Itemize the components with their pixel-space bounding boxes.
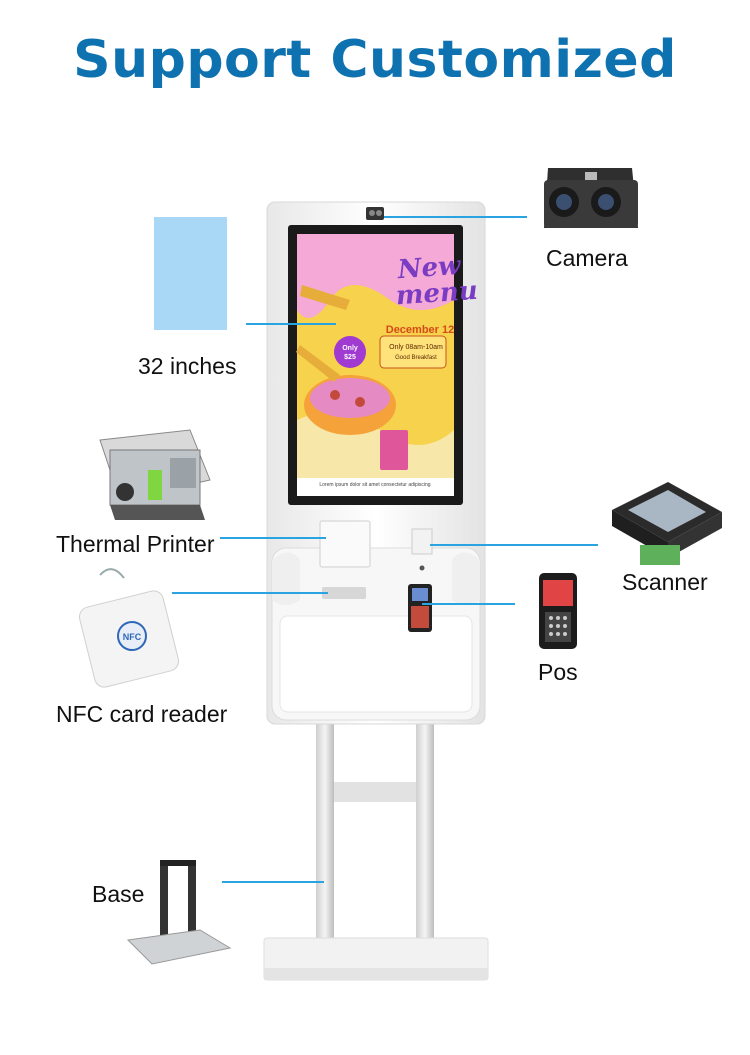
camera-module-icon	[544, 168, 638, 228]
printer-callout-line	[220, 537, 326, 539]
scanner-callout-line	[430, 544, 598, 546]
base-stand-icon	[126, 860, 232, 965]
page-title: Support Customized	[73, 30, 677, 90]
kiosk-stand	[263, 722, 489, 981]
base-callout-line	[222, 881, 324, 883]
scanner-icon	[612, 482, 722, 565]
label-scanner: Scanner	[622, 569, 708, 595]
kiosk-scanner-window	[411, 528, 433, 555]
screen-subtitle: Good Breakfast	[395, 355, 437, 361]
pos-terminal-icon	[539, 573, 577, 649]
screen-time: Only 08am-10am	[389, 344, 443, 351]
screen-date: December 12	[385, 324, 455, 336]
nfc-callout-line	[172, 592, 328, 594]
screen-headline: New menu	[394, 250, 479, 312]
nfc-logo-text: NFC	[123, 632, 142, 642]
screen-price-badge: Only $25	[342, 345, 358, 361]
screen-size-panel	[154, 217, 227, 330]
screen-footer: Lorem ipsum dolor sit amet consectetur a…	[319, 482, 431, 488]
label-screen-size: 32 inches	[138, 353, 237, 379]
kiosk-nfc-pad	[322, 587, 366, 599]
label-camera: Camera	[546, 245, 628, 271]
label-nfc: NFC card reader	[56, 701, 228, 727]
kiosk-screen	[288, 225, 463, 505]
label-base: Base	[92, 881, 145, 907]
camera-callout-line	[384, 216, 527, 218]
nfc-reader-icon	[78, 568, 180, 688]
screen-callout-line	[246, 323, 336, 325]
pos-callout-line	[422, 603, 515, 605]
label-pos: Pos	[538, 659, 578, 685]
label-thermal-printer: Thermal Printer	[56, 531, 215, 557]
thermal-printer-icon	[99, 429, 211, 520]
kiosk-printer-slot	[319, 520, 371, 568]
